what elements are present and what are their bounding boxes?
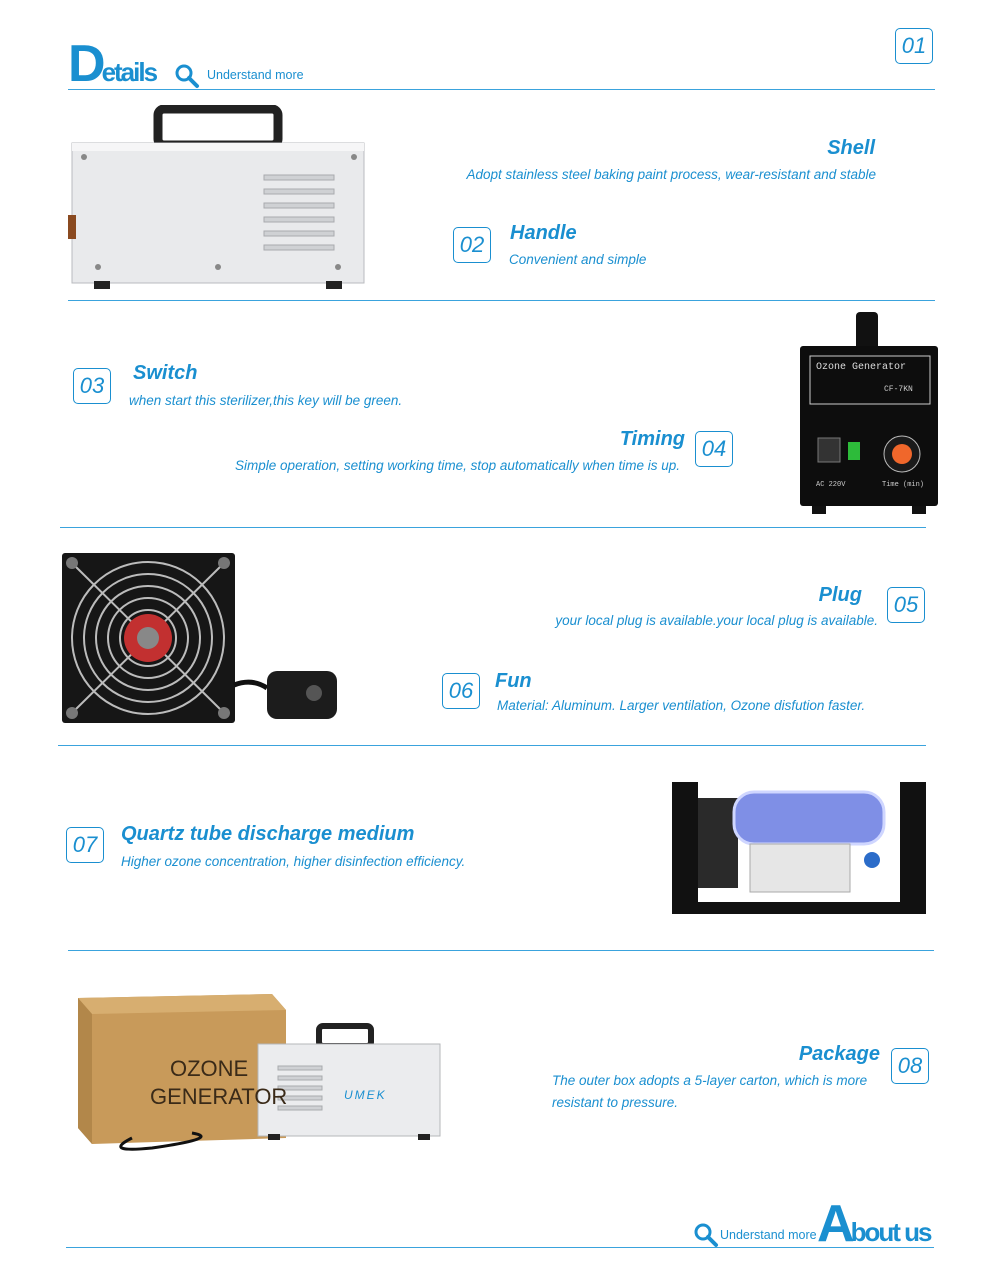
section-number-03: 03 (73, 368, 111, 404)
box-label-line2: GENERATOR (150, 1084, 288, 1109)
section-number-08: 08 (891, 1048, 929, 1084)
plug-title: Plug (818, 584, 862, 606)
package-image: OZONE GENERATOR UMEK (72, 988, 444, 1160)
package-desc-line1: The outer box adopts a 5-layer carton, w… (552, 1073, 868, 1088)
fun-desc: Material: Aluminum. Larger ventilation, … (497, 698, 866, 713)
section-number-04: 04 (695, 431, 733, 467)
quartz-tube-image (672, 782, 926, 914)
section-number-07: 07 (66, 827, 104, 863)
box-label-line1: OZONE (170, 1056, 249, 1081)
search-icon[interactable] (693, 1222, 719, 1248)
divider (68, 300, 935, 301)
understand-more-link[interactable]: Understand more (207, 68, 304, 82)
shell-title: Shell (827, 137, 875, 159)
divider (60, 527, 926, 528)
generator-shell-image (68, 105, 365, 289)
about-us-heading[interactable]: About us (817, 1195, 932, 1253)
panel-title: Ozone Generator (816, 362, 907, 373)
fan-and-plug-image (62, 553, 337, 723)
search-icon[interactable] (174, 63, 200, 89)
panel-time-label: Time (min) (882, 481, 925, 489)
quartz-title: Quartz tube discharge medium (121, 823, 415, 845)
divider (58, 745, 926, 746)
switch-desc: when start this sterilizer,this key will… (129, 393, 403, 408)
divider (66, 1247, 934, 1248)
section-number-05: 05 (887, 587, 925, 623)
shell-desc: Adopt stainless steel baking paint proce… (466, 167, 876, 182)
handle-title: Handle (510, 222, 577, 244)
divider (68, 950, 934, 951)
panel-model: CF-7KN (884, 385, 913, 394)
divider (68, 89, 935, 90)
details-heading: Details (68, 35, 158, 93)
section-number-02: 02 (453, 227, 491, 263)
understand-more-link[interactable]: Understand more (720, 1228, 817, 1242)
timing-desc: Simple operation, setting working time, … (235, 458, 680, 473)
section-number-01: 01 (895, 28, 933, 64)
control-panel-image: Ozone Generator CF-7KN AC 220V Time (min… (798, 312, 940, 516)
section-number-06: 06 (442, 673, 480, 709)
timing-title: Timing (619, 428, 685, 450)
plug-desc: your local plug is available.your local … (555, 613, 878, 628)
switch-title: Switch (133, 362, 198, 384)
panel-voltage: AC 220V (816, 481, 846, 489)
fun-title: Fun (495, 670, 532, 692)
package-title: Package (798, 1043, 880, 1065)
package-desc-line2: resistant to pressure. (552, 1095, 679, 1110)
brand-logo: UMEK (344, 1088, 387, 1102)
quartz-desc: Higher ozone concentration, higher disin… (121, 854, 466, 869)
handle-desc: Convenient and simple (509, 252, 647, 267)
